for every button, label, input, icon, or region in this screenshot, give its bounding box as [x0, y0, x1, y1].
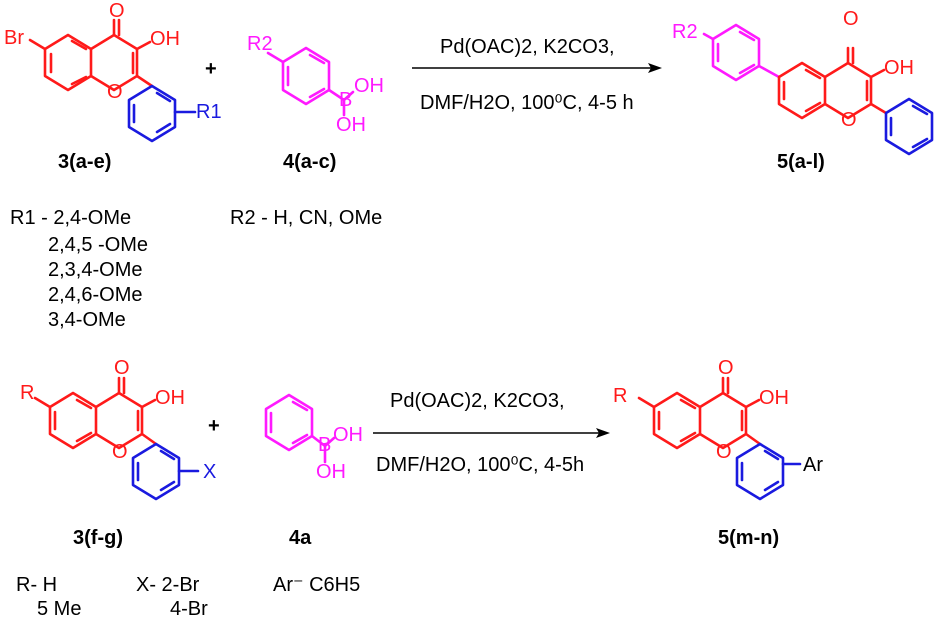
subst-x-0: X- 2-Br: [136, 574, 200, 596]
atom-r1: R1: [196, 101, 222, 123]
atom-r2: R2: [247, 33, 273, 55]
conditions-solvent-b: DMF/H2O, 100⁰C, 4-5h: [376, 454, 584, 476]
conditions-solvent: DMF/H2O, 100⁰C, 4-5 h: [420, 92, 634, 114]
conditions-catalyst-b: Pd(OAC)2, K2CO3,: [390, 390, 565, 412]
flavonol-3f-g: O OH O R X: [20, 357, 216, 501]
substituent-list-r1: R1 - 2,4-OMe 2,4,5 -OMe 2,3,4-OMe 2,4,6-…: [10, 207, 148, 331]
compound-label-3a-e: 3(a-e): [58, 151, 111, 173]
reaction-arrow-top: [412, 63, 662, 73]
atom-r-product: R: [613, 385, 627, 407]
atom-ar: Ar: [803, 454, 823, 476]
flavonol-3a-e: O OH O Br: [4, 0, 180, 103]
product-5m-n: O OH O R Ar: [613, 357, 823, 501]
atom-hydroxyl-b3: OH: [333, 424, 363, 446]
subst-r1-4: 3,4-OMe: [48, 309, 126, 331]
compound-label-4a: 4a: [289, 527, 312, 549]
atom-oxo: O: [109, 0, 125, 22]
substituent-list-r2: R2 - H, CN, OMe: [230, 207, 382, 229]
plus-sign-b: +: [208, 415, 220, 437]
atom-r2-product: R2: [672, 21, 698, 43]
atom-boron-b: B: [318, 434, 331, 456]
atom-ring-oxygen-b: O: [112, 441, 128, 463]
atom-hydroxyl-b: OH: [155, 387, 185, 409]
subst-r1-2: 2,3,4-OMe: [48, 259, 142, 281]
atom-hydroxyl-b1: OH: [354, 75, 384, 97]
atom-oxo-product-b: O: [718, 357, 734, 379]
atom-boron: B: [339, 89, 352, 111]
atom-hydroxyl-b4: OH: [316, 461, 346, 483]
subst-r-1: 5 Me: [37, 598, 81, 620]
pyranone-ring: [89, 33, 139, 92]
subst-r1-3: 2,4,6-OMe: [48, 284, 142, 306]
aryl-ring-r1: R1: [127, 84, 222, 143]
atom-oxo-b: O: [114, 357, 130, 379]
atom-hydroxyl-product: OH: [884, 57, 914, 79]
subst-r1-1: 2,4,5 -OMe: [48, 234, 148, 256]
atom-ring-oxygen-product: O: [841, 109, 857, 131]
compound-label-4a-c: 4(a-c): [283, 151, 336, 173]
plus-sign: +: [205, 58, 217, 80]
atom-ring-oxygen-product-b: O: [716, 441, 732, 463]
atom-oxo-product: O: [843, 8, 859, 30]
subst-r-0: R- H: [16, 574, 57, 596]
boronic-acid-4a-c: R2 B OH OH: [247, 33, 384, 136]
phenylboronic-acid-4a: B OH OH: [264, 393, 363, 483]
subst-ar: Ar⁻ C6H5: [273, 574, 360, 596]
atom-x: X: [203, 461, 216, 483]
compound-label-5m-n: 5(m-n): [718, 527, 779, 549]
subst-x-1: 4-Br: [170, 598, 208, 620]
atom-ring-oxygen: O: [107, 81, 123, 103]
product-5a-l: R2 O OH O: [672, 8, 934, 156]
conditions-catalyst: Pd(OAC)2, K2CO3,: [440, 36, 615, 58]
compound-label-3f-g: 3(f-g): [73, 527, 123, 549]
subst-r1-0: R1 - 2,4-OMe: [10, 207, 131, 229]
atom-hydroxyl: OH: [150, 28, 180, 50]
compound-label-5a-l: 5(a-l): [777, 151, 825, 173]
atom-hydroxyl-product-b: OH: [759, 387, 789, 409]
reaction-arrow-bottom: [373, 428, 610, 438]
atom-bromo: Br: [4, 27, 24, 49]
atom-hydroxyl-b2: OH: [336, 114, 366, 136]
atom-r: R: [20, 382, 34, 404]
